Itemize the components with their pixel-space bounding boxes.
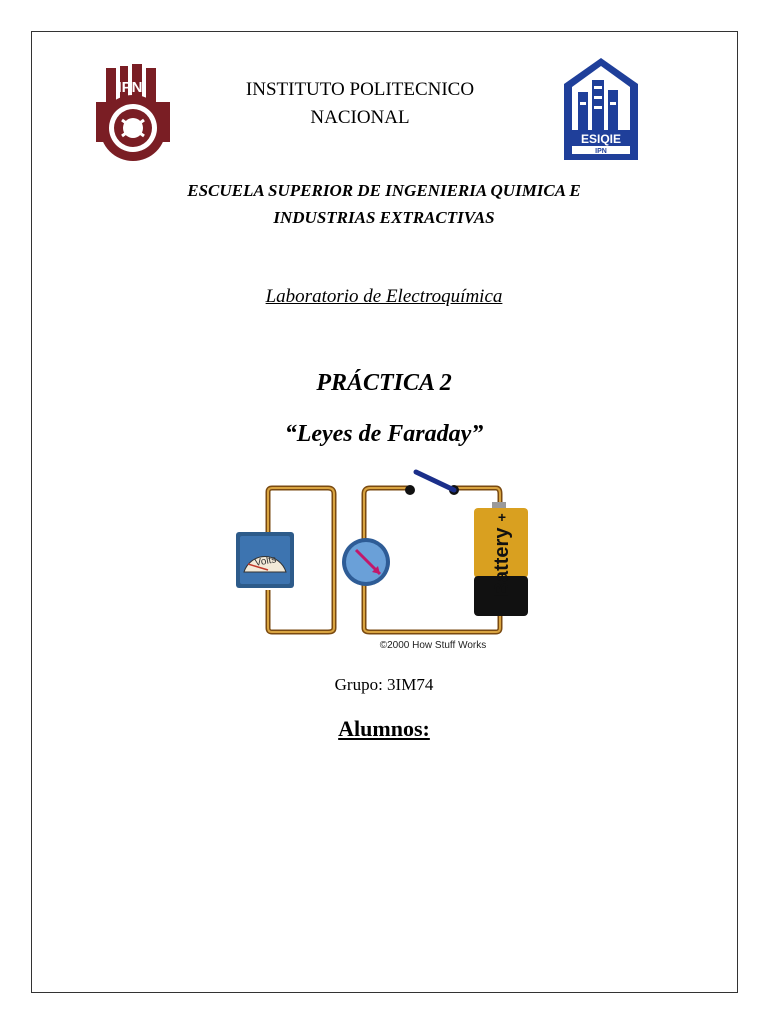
- school-name: ESCUELA SUPERIOR DE INGENIERIA QUIMICA E…: [100, 177, 668, 231]
- course-title: Laboratorio de Electroquímica: [100, 286, 668, 308]
- battery-icon: Battery +: [474, 502, 528, 616]
- esiqie-logo: ESIQIE IPN: [562, 56, 640, 162]
- course-title-text: Laboratorio de Electroquímica: [265, 286, 503, 307]
- school-line-1: ESCUELA SUPERIOR DE INGENIERIA QUIMICA E: [187, 181, 581, 200]
- voltmeter-icon: Volts: [236, 532, 294, 588]
- school-line-2: INDUSTRIAS EXTRACTIVAS: [273, 208, 495, 227]
- students-heading: Alumnos:: [100, 716, 668, 742]
- institute-line-1: INSTITUTO POLITECNICO: [245, 79, 475, 100]
- students-heading-text: Alumnos:: [338, 716, 430, 741]
- ammeter-icon: [342, 538, 390, 586]
- institute-line-2: NACIONAL: [310, 107, 410, 128]
- ipn-logo-text: IPN: [117, 79, 142, 96]
- page-frame: [31, 31, 738, 993]
- practice-subtitle: “Leyes de Faraday”: [284, 421, 484, 447]
- voltmeter-label: Volts: [254, 554, 277, 569]
- institute-name: INSTITUTO POLITECNICO NACIONAL: [190, 76, 530, 132]
- esiqie-logo-sub: IPN: [595, 148, 607, 155]
- ipn-logo: IPN: [92, 62, 174, 168]
- figure-credit: ©2000 How Stuff Works: [380, 640, 487, 651]
- battery-plus: +: [498, 509, 506, 525]
- esiqie-logo-text: ESIQIE: [581, 132, 621, 146]
- switch-icon: [405, 469, 459, 495]
- battery-label: Battery: [491, 527, 513, 597]
- practice-title: PRÁCTICA 2: [316, 370, 452, 396]
- group-label: Grupo: 3IM74: [334, 675, 434, 694]
- circuit-figure: Volts Battery + ©2000 How Stuff Works: [228, 468, 538, 653]
